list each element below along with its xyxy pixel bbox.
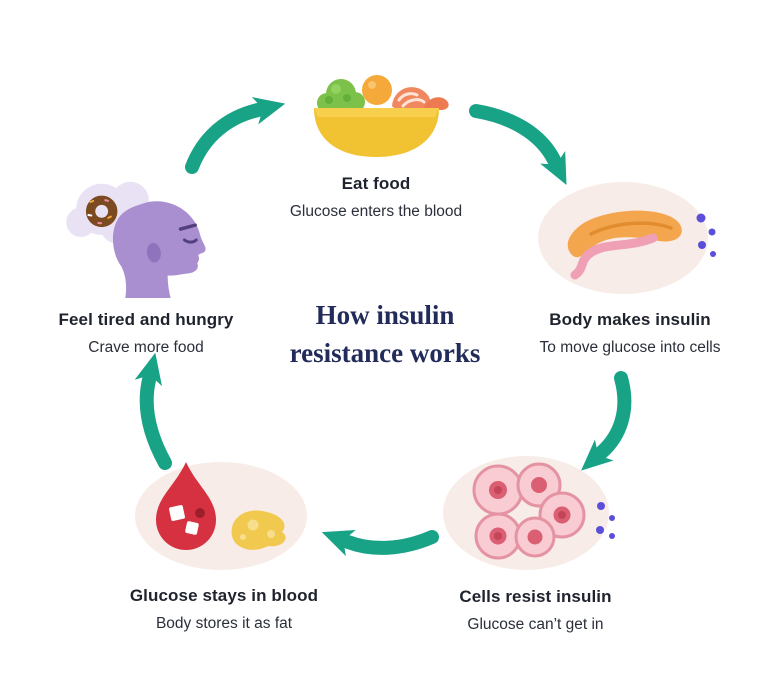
arrow-feel-to-eat [185, 97, 286, 174]
stage-description: Glucose can’t get in [467, 616, 604, 633]
stage-description: To move glucose into cells [539, 339, 721, 356]
insulin-dots [696, 213, 716, 257]
donut-icon [85, 195, 118, 228]
salmon-slices [391, 87, 449, 110]
tired-hungry-icon [66, 181, 206, 298]
stage-label: Body makes insulin [549, 310, 711, 329]
stage-label: Glucose stays in blood [129, 586, 319, 605]
cell-nuclei [488, 477, 570, 545]
stage-label: Cells resist insulin [459, 587, 612, 606]
broccoli [316, 79, 365, 113]
food-bowl-icon [313, 75, 449, 157]
stage-description: Body stores it as fat [155, 615, 293, 632]
tired-head [112, 201, 206, 298]
diagram-title: How insulin resistance works [248, 296, 522, 373]
stage-body-makes-insulin: Body makes insulin To move glucose into … [505, 176, 755, 357]
stage-glucose-stays-in-blood: Glucose stays in blood Body stores it as… [104, 452, 344, 633]
orange-fruit [361, 75, 392, 105]
stage-label: Eat food [341, 174, 411, 193]
blob-background [538, 182, 708, 294]
title-line-1: How insulin [315, 300, 455, 330]
stage-eat-food: Eat food Glucose enters the blood [256, 50, 496, 221]
pancreas [567, 210, 682, 280]
blood-glucose-icon [135, 462, 307, 570]
arrow-insulin-to-cells [581, 371, 632, 471]
title-line-2: resistance works [289, 338, 481, 369]
fat-blob [231, 510, 286, 550]
stage-description: Crave more food [88, 339, 204, 356]
blood-drop [156, 462, 216, 550]
stage-feel-tired-hungry: Feel tired and hungry Crave more food [26, 168, 266, 357]
arrow-glucose-to-feel [134, 352, 172, 470]
glucose-dots [595, 502, 615, 539]
stage-cells-resist-insulin: Cells resist insulin Glucose can’t get i… [418, 450, 653, 634]
stage-label: Feel tired and hungry [58, 310, 234, 329]
resistant-cells-icon [442, 456, 615, 570]
pancreas-icon [538, 182, 716, 294]
bowl [313, 108, 439, 157]
stage-description: Glucose enters the blood [289, 203, 463, 220]
